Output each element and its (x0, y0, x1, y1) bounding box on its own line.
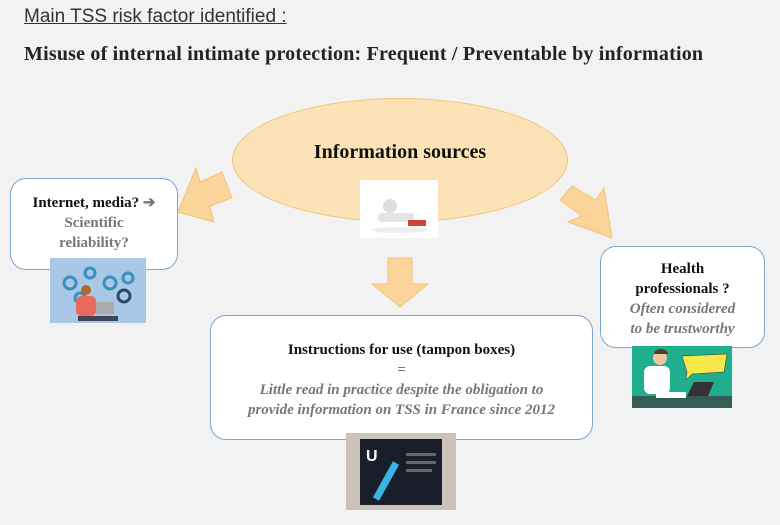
information-sources-label: Information sources (313, 141, 487, 163)
tampon-box-image: U (346, 433, 456, 510)
internet-note-2: reliability? (59, 235, 129, 251)
subtitle: Misuse of internal intimate protection: … (24, 43, 704, 65)
instructions-note-2: provide information on TSS in France sin… (247, 402, 556, 418)
svg-text:U: U (366, 448, 378, 465)
health-professionals-box: Health professionals ? Often considered … (600, 246, 765, 348)
reading-figure-image (360, 180, 438, 238)
doctor-image (632, 346, 732, 408)
health-note-1: Often considered (629, 301, 736, 317)
arrow-right-icon: ➔ (142, 195, 156, 211)
health-note-2: to be trustworthy (630, 321, 735, 337)
health-title-1: Health (660, 261, 705, 277)
arrow-right-icon (559, 185, 613, 239)
internet-media-box: Internet, media? ➔ Scientific reliabilit… (10, 178, 178, 270)
internet-note-1: Scientific (64, 215, 124, 231)
internet-user-image (50, 258, 146, 323)
arrow-left-icon (177, 166, 233, 223)
instructions-box: Instructions for use (tampon boxes) = Li… (210, 315, 593, 440)
arrow-down-icon (370, 257, 430, 308)
instructions-note-1: Little read in practice despite the obli… (259, 382, 544, 398)
instructions-title: Instructions for use (tampon boxes) (287, 342, 516, 358)
health-title-2: professionals ? (635, 281, 730, 297)
internet-title: Internet, media? (32, 195, 140, 211)
main-title: Main TSS risk factor identified : (24, 6, 287, 27)
instructions-equals: = (397, 362, 406, 378)
